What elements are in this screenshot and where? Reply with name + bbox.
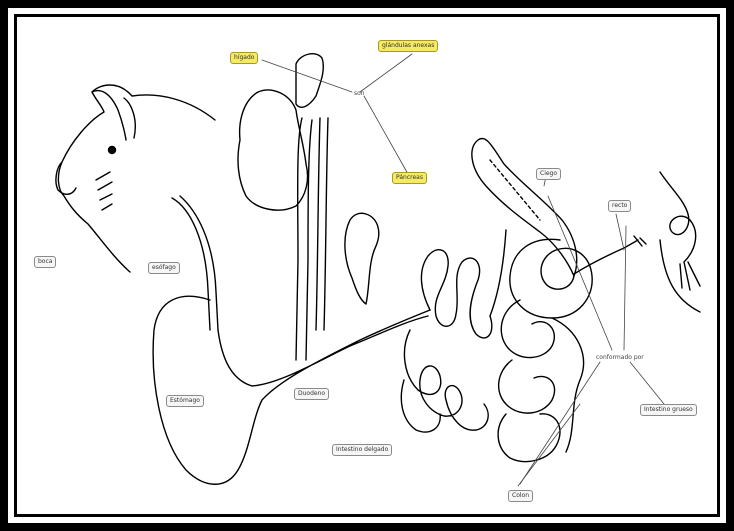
bile-duct: [316, 118, 328, 330]
cecum-dashes: [490, 160, 540, 220]
connector-recto: [616, 214, 624, 250]
label-higado: hígado: [230, 52, 258, 64]
small-intestine: [401, 250, 492, 432]
pancreas: [345, 213, 379, 304]
small-intestine-link: [490, 230, 506, 316]
label-colon: Colon: [508, 490, 533, 502]
label-intestino-delgado: Intestino delgado: [332, 444, 392, 456]
label-intestino-grueso: Intestino grueso: [640, 404, 697, 416]
pig-eye: [109, 147, 116, 154]
connector-son-pancreas: [364, 96, 408, 174]
connector-conformado-colon: [520, 362, 600, 484]
connector-conformado-ciego: [548, 196, 612, 350]
connector-conformado-recto: [624, 226, 626, 350]
pig-body-edge: [660, 240, 700, 312]
connector-colon: [518, 404, 580, 486]
label-conformado-por: conformado por: [596, 354, 644, 361]
label-esofago: esófago: [148, 262, 180, 274]
connector-son-higado: [262, 60, 352, 92]
pig-wrinkles: [96, 172, 112, 210]
label-pancreas: Páncreas: [392, 172, 427, 184]
pig-ear: [92, 91, 126, 140]
label-boca: boca: [34, 256, 56, 268]
colon-spiral: [498, 239, 592, 461]
label-estomago: Estómago: [166, 395, 204, 407]
label-ciego: Ciego: [536, 168, 561, 180]
pig-head-outline: [58, 85, 215, 272]
label-glandulas-anexas: glándulas anexas: [378, 40, 438, 52]
stomach: [153, 296, 430, 484]
connector-glandulas-son: [360, 54, 412, 92]
label-recto: recto: [608, 200, 631, 212]
label-duodeno: Duodeno: [294, 388, 329, 400]
connector-conformado-intgrueso: [630, 362, 664, 404]
label-son: son: [354, 90, 365, 97]
cecum: [472, 138, 577, 276]
pig-ear-2: [124, 98, 135, 138]
